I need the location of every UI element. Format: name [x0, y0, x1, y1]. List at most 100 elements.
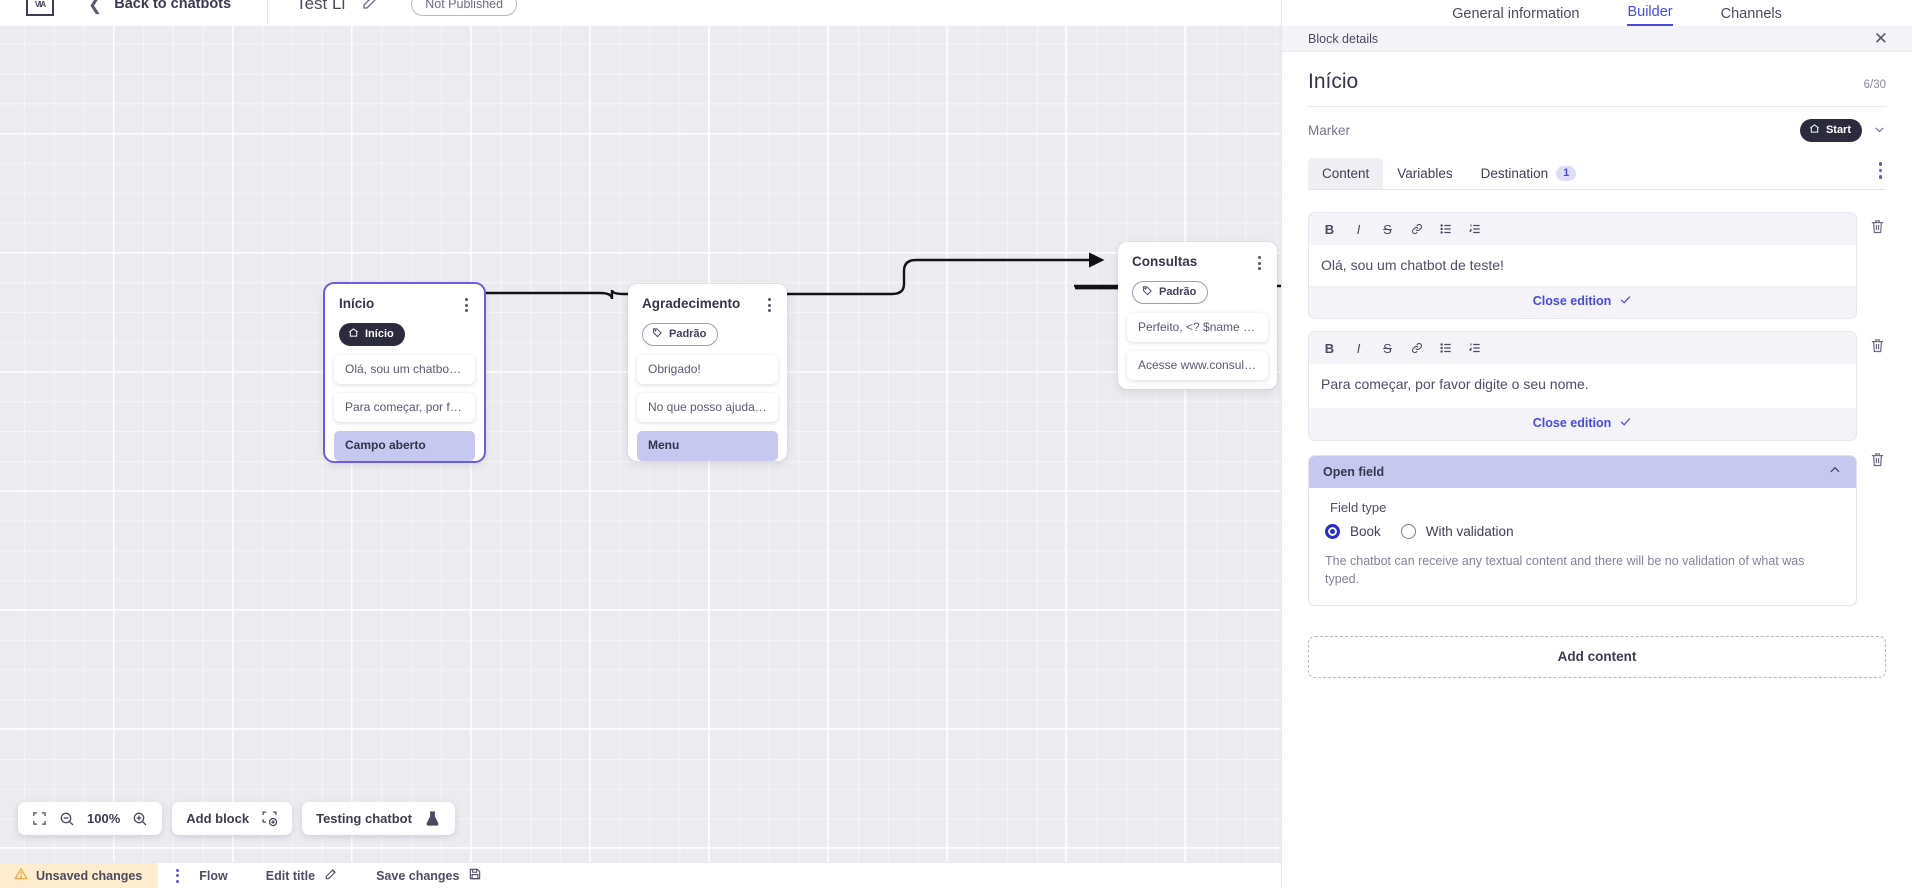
bold-icon[interactable]: B: [1324, 221, 1335, 237]
node-message-highlighted[interactable]: Campo aberto: [334, 431, 475, 461]
radio-indicator[interactable]: [1400, 524, 1416, 540]
edit-title-button[interactable]: Edit title: [266, 867, 338, 884]
bullet-list-icon[interactable]: [1433, 218, 1458, 240]
strikethrough-icon[interactable]: S: [1383, 340, 1392, 356]
save-changes-button[interactable]: Save changes: [376, 867, 482, 884]
close-edition-button[interactable]: Close edition: [1309, 408, 1856, 440]
add-block-button[interactable]: Add block: [172, 802, 293, 835]
editor-text[interactable]: Para começar, por favor digite o seu nom…: [1309, 364, 1856, 409]
check-icon: [1619, 293, 1632, 309]
flask-icon: [424, 810, 441, 827]
block-details-header: Block details ✕: [1282, 26, 1912, 52]
status-menu-kebab-icon[interactable]: [176, 868, 180, 883]
node-message[interactable]: No que posso ajudar, <? $name ...: [637, 393, 778, 422]
flow-node-consultas[interactable]: Consultas Padrão Perfeito, <? $name ?>! …: [1118, 242, 1277, 389]
edit-title-pencil-icon[interactable]: [361, 0, 379, 16]
home-icon: [1809, 123, 1820, 137]
tab-variables-label: Variables: [1397, 166, 1453, 181]
canvas-toolbar: 100% Add block Testing chatbot: [18, 802, 455, 835]
tab-variables[interactable]: Variables: [1383, 158, 1466, 189]
italic-icon[interactable]: I: [1356, 340, 1361, 356]
tab-builder[interactable]: Builder: [1627, 4, 1673, 26]
field-type-radio-group: Book With validation: [1325, 524, 1840, 540]
destination-count-badge: 1: [1556, 166, 1577, 181]
rich-text-editor[interactable]: B I S: [1308, 331, 1857, 442]
node-tag-default: Padrão: [642, 323, 719, 346]
marker-start-badge[interactable]: Start: [1799, 119, 1862, 142]
check-icon: [1619, 415, 1632, 431]
flow-label: Flow: [199, 868, 228, 883]
radio-option-with-validation[interactable]: With validation: [1400, 524, 1514, 540]
node-tag-label: Padrão: [669, 328, 707, 340]
close-edition-label: Close edition: [1532, 416, 1612, 431]
home-icon: [348, 327, 359, 341]
node-message[interactable]: Acesse www.consultas.com par...: [1127, 351, 1268, 380]
open-field-header[interactable]: Open field: [1309, 456, 1856, 489]
link-icon[interactable]: [1404, 337, 1429, 359]
tab-content[interactable]: Content: [1308, 158, 1384, 189]
add-content-button[interactable]: Add content: [1308, 635, 1886, 678]
field-type-label: Field type: [1330, 500, 1387, 516]
strikethrough-icon[interactable]: S: [1383, 221, 1392, 237]
testing-chatbot-button[interactable]: Testing chatbot: [302, 802, 455, 835]
app-logo-icon: VIA: [26, 0, 54, 16]
page-title: Início: [1308, 70, 1359, 93]
tab-general-information[interactable]: General information: [1452, 6, 1580, 22]
delete-content-icon[interactable]: [1869, 212, 1886, 240]
delete-content-icon[interactable]: [1869, 331, 1886, 359]
node-title: Consultas: [1132, 254, 1198, 269]
tab-destination-label: Destination: [1480, 166, 1549, 181]
tag-icon: [1142, 285, 1153, 299]
editor-text[interactable]: Olá, sou um chatbot de teste!: [1309, 245, 1856, 287]
block-title-row: Início 6/30: [1308, 52, 1886, 107]
flow-node-agradecimento[interactable]: Agradecimento Padrão Obrigado! No que po…: [628, 284, 787, 461]
radio-option-label: With validation: [1425, 524, 1514, 540]
content-tabs: Content Variables Destination 1: [1308, 158, 1886, 190]
node-message[interactable]: Para começar, por favor digite o ...: [334, 393, 475, 422]
close-edition-button[interactable]: Close edition: [1309, 286, 1856, 318]
chevron-left-icon[interactable]: ❮: [88, 0, 103, 14]
content-tabs-kebab-icon[interactable]: [1875, 162, 1887, 185]
zoom-out-icon[interactable]: [59, 811, 75, 827]
chevron-up-icon[interactable]: [1828, 463, 1842, 480]
numbered-list-icon[interactable]: [1462, 218, 1487, 240]
tab-channels[interactable]: Channels: [1720, 6, 1782, 22]
node-tag-default: Padrão: [1132, 281, 1209, 304]
tab-destination[interactable]: Destination 1: [1467, 158, 1591, 189]
content-editor-block: B I S: [1308, 331, 1886, 442]
tag-icon: [652, 327, 663, 341]
zoom-in-icon[interactable]: [132, 811, 148, 827]
back-to-chatbots-link[interactable]: Back to chatbots: [114, 0, 232, 12]
delete-open-field-icon[interactable]: [1869, 441, 1886, 473]
zoom-controls-group: 100%: [18, 802, 163, 835]
bold-icon[interactable]: B: [1324, 340, 1335, 356]
bullet-list-icon[interactable]: [1433, 337, 1458, 359]
node-tag-start: Início: [339, 323, 405, 346]
radio-indicator-selected[interactable]: [1325, 524, 1340, 540]
node-message-highlighted[interactable]: Menu: [637, 431, 778, 461]
node-message[interactable]: Olá, sou um chatbot de teste!: [334, 355, 475, 384]
rich-text-editor[interactable]: B I S: [1308, 212, 1857, 320]
marker-row: Marker Start: [1308, 107, 1886, 142]
numbered-list-icon[interactable]: [1462, 337, 1487, 359]
node-menu-kebab-icon[interactable]: [1248, 254, 1263, 272]
unsaved-changes-label: Unsaved changes: [36, 868, 143, 883]
node-message[interactable]: Obrigado!: [637, 355, 778, 384]
node-menu-kebab-icon[interactable]: [758, 296, 773, 314]
save-disk-icon: [468, 867, 482, 884]
radio-option-book[interactable]: Book: [1325, 524, 1381, 540]
flow-node-inicio[interactable]: Início Início Olá, sou um chatbot de tes…: [325, 284, 484, 461]
close-icon[interactable]: ✕: [1873, 29, 1888, 48]
zoom-level-label: 100%: [87, 811, 121, 826]
node-message[interactable]: Perfeito, <? $name ?>!: [1127, 313, 1268, 342]
node-menu-kebab-icon[interactable]: [455, 296, 470, 314]
edit-title-label: Edit title: [265, 868, 316, 883]
link-icon[interactable]: [1404, 218, 1429, 240]
node-tag-label: Início: [365, 328, 394, 340]
flow-button[interactable]: Flow: [199, 869, 227, 883]
chevron-down-icon[interactable]: [1873, 123, 1886, 139]
fit-screen-icon[interactable]: [32, 811, 47, 826]
italic-icon[interactable]: I: [1356, 221, 1361, 237]
marker-value-label: Start: [1825, 124, 1851, 136]
open-field-card: Open field Field type Book: [1308, 455, 1857, 606]
